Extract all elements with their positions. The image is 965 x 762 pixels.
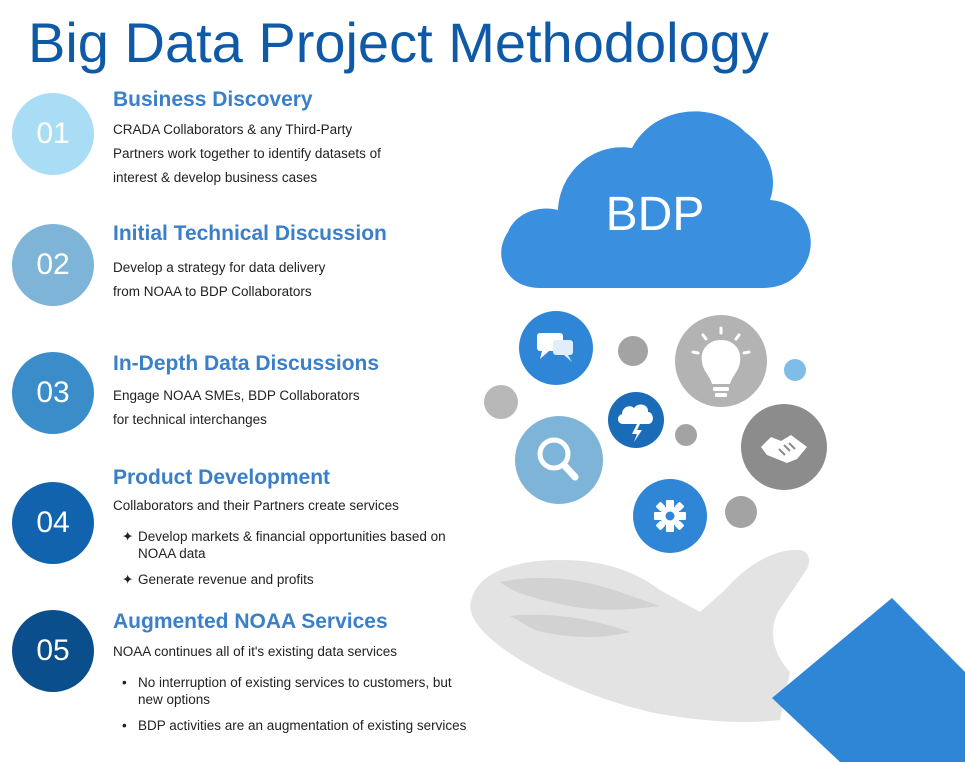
list-item: •BDP activities are an augmentation of e… (122, 718, 467, 733)
step-description-line: Collaborators and their Partners create … (113, 498, 399, 513)
handshake-icon (741, 404, 827, 490)
step-01: 01 Business Discovery CRADA Collaborator… (0, 88, 480, 208)
step-description-line: CRADA Collaborators & any Third-Party (113, 122, 353, 137)
sleeve-cuff (772, 598, 965, 762)
step-number-badge: 01 (12, 93, 94, 175)
step-title: Augmented NOAA Services (113, 610, 388, 633)
step-02: 02 Initial Technical Discussion Develop … (0, 222, 480, 312)
step-number-badge: 04 (12, 482, 94, 564)
step-title: Product Development (113, 466, 331, 489)
bdp-cloud-icon: BDP (501, 111, 811, 289)
dot-bullet-icon: • (122, 718, 127, 733)
star-bullet-icon: ✦ (122, 529, 134, 544)
decorative-dot (484, 385, 518, 419)
decorative-dot (784, 359, 806, 381)
list-item: ✦Develop markets & financial opportuniti… (122, 529, 446, 561)
cloud-lightning-icon (608, 392, 664, 448)
page-title: Big Data Project Methodology (28, 11, 769, 74)
step-description-line: Partners work together to identify datas… (113, 146, 381, 161)
gear-icon (633, 479, 707, 553)
step-description-line: interest & develop business cases (113, 170, 318, 185)
open-hand-icon (470, 549, 810, 723)
step-03: 03 In-Depth Data Discussions Engage NOAA… (0, 352, 480, 442)
chat-icon (519, 311, 593, 385)
step-description-line: Develop a strategy for data delivery (113, 260, 326, 275)
dot-bullet-icon: • (122, 675, 127, 690)
decorative-dot (618, 336, 648, 366)
lightbulb-icon (675, 315, 767, 407)
bullet-list: ✦Develop markets & financial opportuniti… (122, 528, 468, 597)
step-description-line: for technical interchanges (113, 412, 267, 427)
list-item: ✦Generate revenue and profits (122, 572, 314, 587)
step-title: Business Discovery (113, 88, 313, 111)
step-05: 05 Augmented NOAA Services NOAA continue… (0, 610, 480, 760)
step-number-badge: 05 (12, 610, 94, 692)
bullet-list: •No interruption of existing services to… (122, 674, 468, 743)
list-item: •No interruption of existing services to… (122, 675, 452, 707)
search-icon (515, 416, 603, 504)
step-number-badge: 03 (12, 352, 94, 434)
decorative-dot (725, 496, 757, 528)
step-description-line: Engage NOAA SMEs, BDP Collaborators (113, 388, 360, 403)
step-title: Initial Technical Discussion (113, 222, 387, 245)
step-description-line: NOAA continues all of it's existing data… (113, 644, 397, 659)
step-title: In-Depth Data Discussions (113, 352, 380, 375)
step-description-line: from NOAA to BDP Collaborators (113, 284, 312, 299)
star-bullet-icon: ✦ (122, 572, 134, 587)
step-04: 04 Product Development Collaborators and… (0, 466, 480, 606)
step-number-badge: 02 (12, 224, 94, 306)
cloud-label: BDP (606, 188, 705, 241)
decorative-dot (675, 424, 697, 446)
